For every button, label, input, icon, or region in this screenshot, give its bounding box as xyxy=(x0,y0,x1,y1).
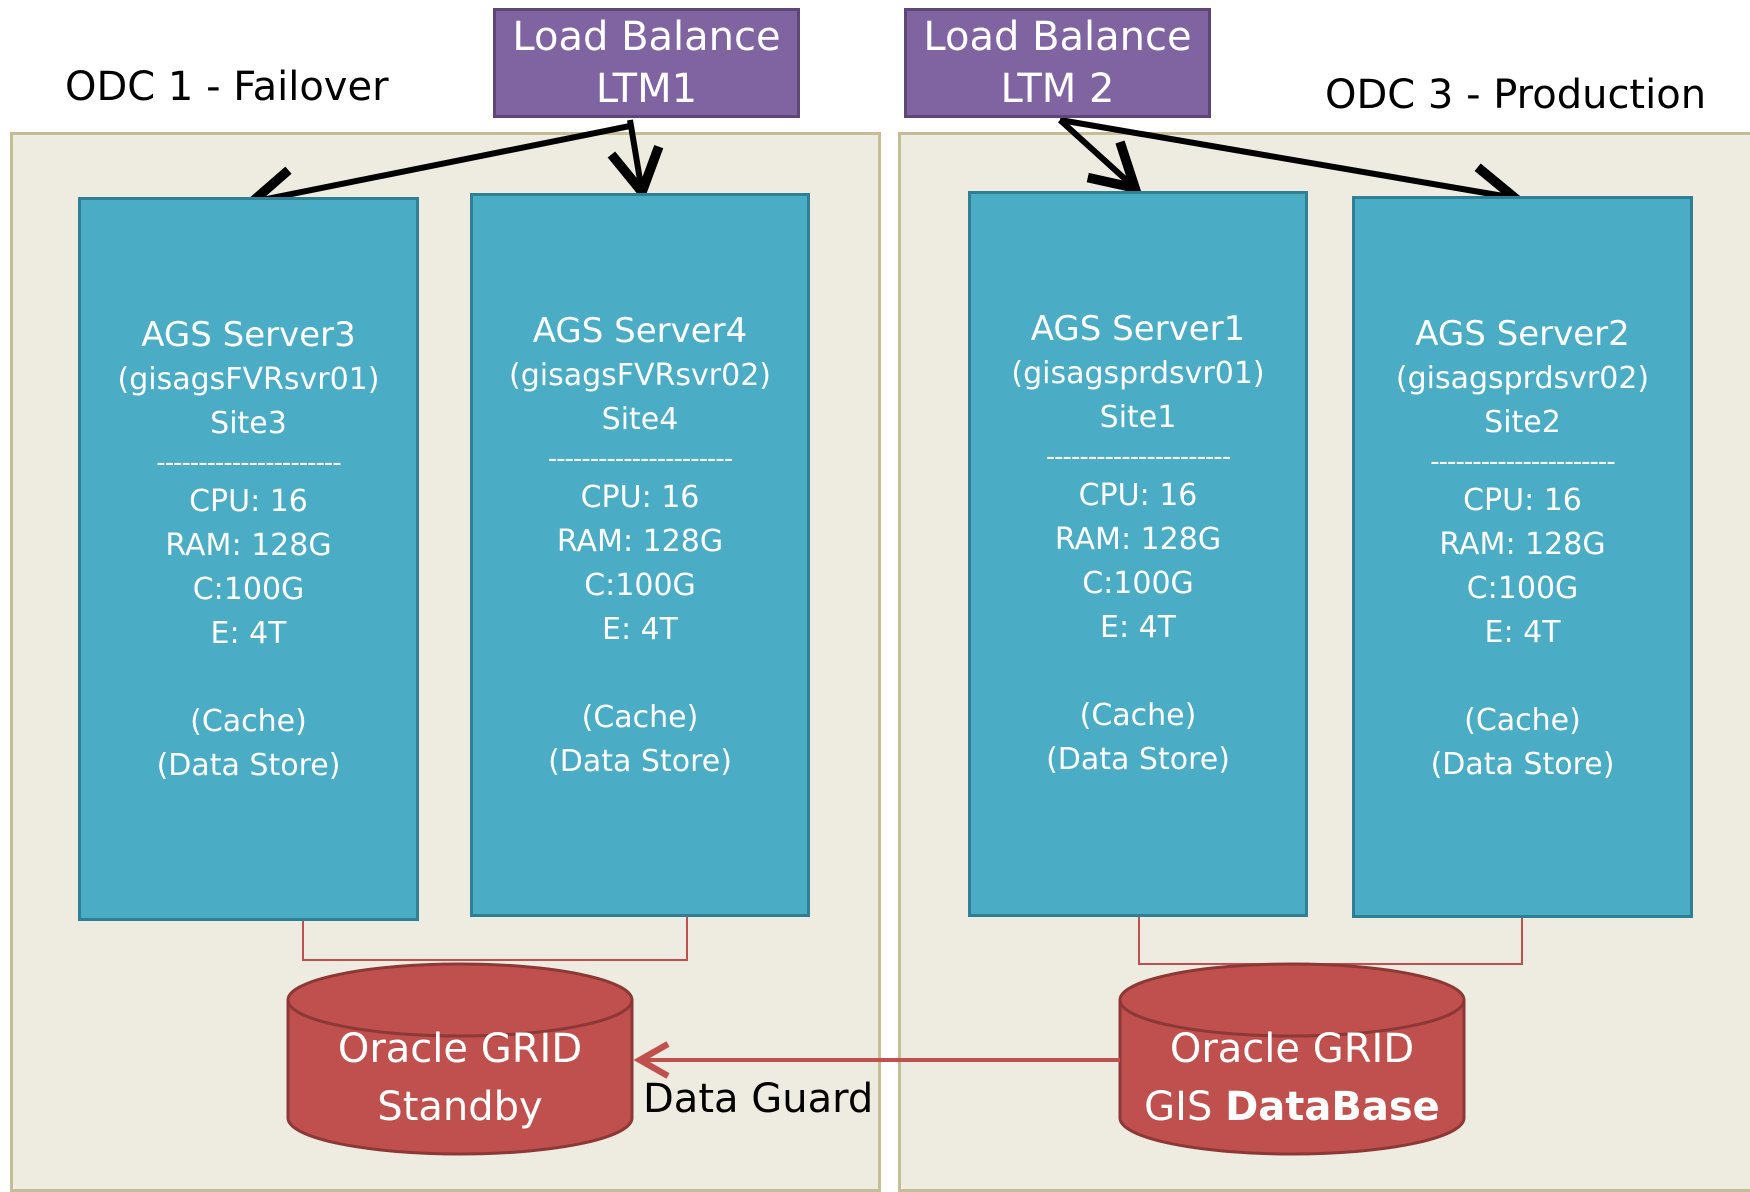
load-balancer-ltm2-line2: LTM 2 xyxy=(1000,66,1115,112)
arrow-ltm2-to-server1 xyxy=(1057,117,1143,195)
datacenter-odc1-label: ODC 1 - Failover xyxy=(65,64,389,110)
database-production-line2-bold: DataBase xyxy=(1225,1084,1440,1130)
divider: ---------------------- xyxy=(1430,447,1615,477)
server-data-store: (Data Store) xyxy=(1430,747,1615,782)
server-data-store: (Data Store) xyxy=(548,744,732,779)
server-ram: RAM: 128G xyxy=(1439,527,1606,562)
server-cache: (Cache) xyxy=(1079,698,1197,733)
server-ags3: AGS Server3 (gisagsFVRsvr01) Site3 -----… xyxy=(78,197,419,921)
server-name: AGS Server4 xyxy=(532,311,748,351)
server-site: Site3 xyxy=(210,406,287,441)
server-ram: RAM: 128G xyxy=(165,528,332,563)
database-production-line2: GIS DataBase xyxy=(1132,1078,1452,1136)
server-e-drive: E: 4T xyxy=(601,612,678,647)
database-standby-line2: Standby xyxy=(377,1084,543,1130)
server-ags4: AGS Server4 (gisagsFVRsvr02) Site4 -----… xyxy=(470,193,810,917)
server-data-store: (Data Store) xyxy=(1046,742,1230,777)
server-ags2: AGS Server2 (gisagsprdsvr02) Site2 -----… xyxy=(1352,196,1693,918)
server-site: Site2 xyxy=(1484,405,1561,440)
database-production-cylinder xyxy=(1118,962,1466,1156)
divider: ---------------------- xyxy=(156,448,341,478)
arrow-ltm2-to-server2 xyxy=(1059,117,1525,220)
database-standby: Oracle GRID Standby xyxy=(300,1020,620,1136)
server-host: (gisagsFVRsvr02) xyxy=(509,358,771,393)
server-host: (gisagsFVRsvr01) xyxy=(117,362,380,397)
arrow-ltm1-to-server3 xyxy=(242,123,631,222)
connector-odc3-servers xyxy=(1138,917,1523,965)
load-balancer-ltm1: Load Balance LTM1 xyxy=(493,8,800,118)
load-balancer-ltm2: Load Balance LTM 2 xyxy=(904,8,1211,118)
divider: ---------------------- xyxy=(1045,442,1231,472)
server-c-drive: C:100G xyxy=(1466,571,1579,606)
load-balancer-ltm1-line2: LTM1 xyxy=(595,66,698,112)
server-ags1: AGS Server1 (gisagsprdsvr01) Site1 -----… xyxy=(968,191,1308,917)
divider: ---------------------- xyxy=(547,444,733,474)
load-balancer-ltm2-line1: Load Balance xyxy=(923,14,1192,60)
server-host: (gisagsprdsvr02) xyxy=(1395,361,1650,396)
server-e-drive: E: 4T xyxy=(1099,610,1176,645)
database-standby-line1: Oracle GRID xyxy=(337,1026,583,1072)
server-cpu: CPU: 16 xyxy=(1078,478,1198,513)
database-standby-cylinder xyxy=(286,962,634,1156)
server-name: AGS Server2 xyxy=(1415,314,1630,354)
connector-odc1-servers xyxy=(302,915,688,961)
data-guard-label: Data Guard xyxy=(643,1076,874,1122)
server-cache: (Cache) xyxy=(1464,703,1581,738)
server-site: Site4 xyxy=(601,402,679,437)
server-e-drive: E: 4T xyxy=(210,616,287,651)
server-data-store: (Data Store) xyxy=(156,748,341,783)
server-cpu: CPU: 16 xyxy=(189,484,308,519)
server-site: Site1 xyxy=(1099,400,1177,435)
server-cpu: CPU: 16 xyxy=(580,480,700,515)
server-c-drive: C:100G xyxy=(192,572,305,607)
server-cache: (Cache) xyxy=(190,704,307,739)
server-cache: (Cache) xyxy=(581,700,699,735)
server-host: (gisagsprdsvr01) xyxy=(1011,356,1265,391)
database-production: Oracle GRID GIS DataBase xyxy=(1132,1020,1452,1136)
server-e-drive: E: 4T xyxy=(1484,615,1561,650)
server-name: AGS Server1 xyxy=(1030,309,1246,349)
database-production-line1: Oracle GRID xyxy=(1169,1026,1415,1072)
server-c-drive: C:100G xyxy=(584,568,696,603)
server-cpu: CPU: 16 xyxy=(1463,483,1582,518)
server-ram: RAM: 128G xyxy=(1054,522,1222,557)
server-c-drive: C:100G xyxy=(1082,566,1194,601)
datacenter-odc3-label: ODC 3 - Production xyxy=(1325,72,1707,118)
arrow-ltm1-to-server4 xyxy=(607,119,664,202)
load-balancer-ltm1-line1: Load Balance xyxy=(512,14,781,60)
database-production-line2-prefix: GIS xyxy=(1144,1084,1226,1130)
server-ram: RAM: 128G xyxy=(556,524,724,559)
server-name: AGS Server3 xyxy=(141,315,356,355)
